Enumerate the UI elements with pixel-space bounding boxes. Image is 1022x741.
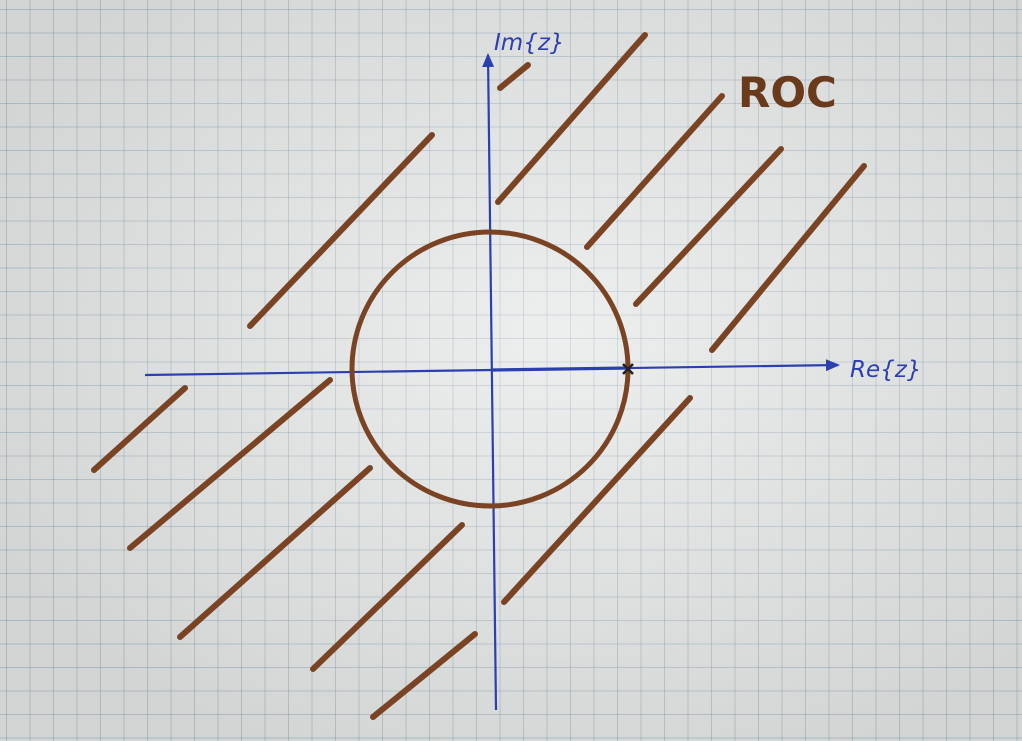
hatch-line [633, 146, 784, 307]
hatch-line [247, 132, 435, 329]
y-axis-label: Im{z} [494, 30, 565, 56]
hatch-line [501, 395, 693, 605]
roc-label: ROC [738, 68, 837, 117]
hatch-line [127, 377, 333, 551]
hatch-line [497, 62, 531, 91]
hatch-line [495, 32, 648, 205]
real-axis-segment-emphasis [492, 366, 631, 372]
x-axis-label: Re{z} [850, 357, 921, 383]
hatch-line [91, 385, 188, 473]
hatch-line [177, 465, 373, 640]
hatch-line [709, 163, 867, 353]
pole-marker [622, 363, 634, 375]
imaginary-axis [482, 53, 498, 711]
hatch-line [310, 522, 465, 672]
roc-hatching [91, 32, 867, 720]
hatch-line [370, 631, 478, 720]
hatch-line [584, 93, 725, 250]
